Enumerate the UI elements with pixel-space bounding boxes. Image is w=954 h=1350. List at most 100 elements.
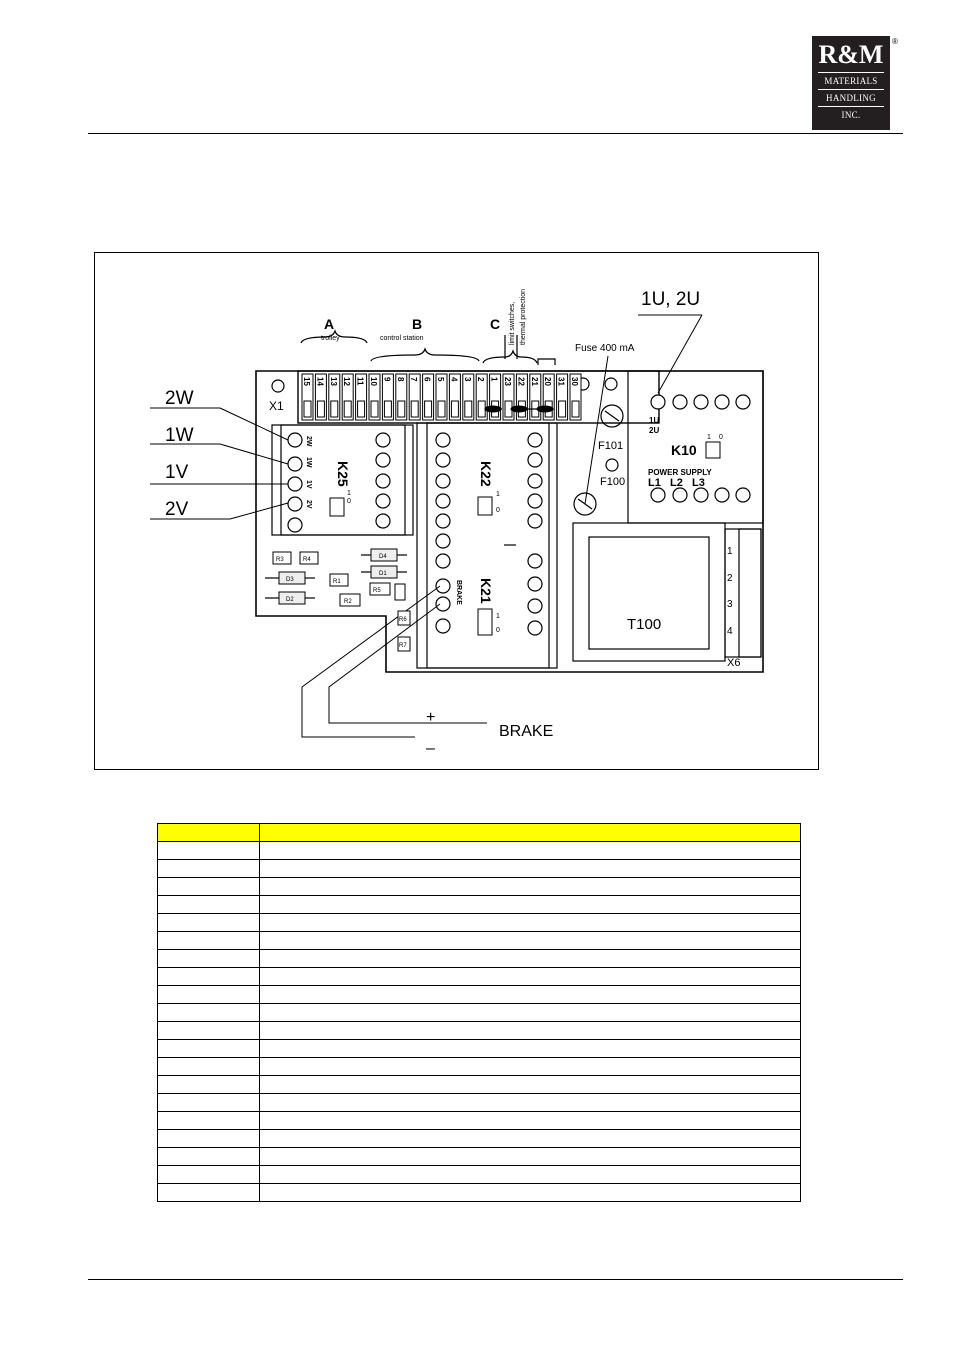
l1-label: L1 [648,477,661,489]
table-cell [157,1183,260,1202]
callout-2v: 2V [165,499,189,520]
k22-terminal [435,473,451,489]
table-row [157,877,801,896]
jumper [536,405,554,413]
table-cell [259,1021,801,1040]
terminal-number: 4 [449,377,458,382]
table-cell [157,1039,260,1058]
k10-terminal [714,487,730,503]
comp-d3: D3 [286,577,294,583]
table-row [157,895,801,914]
terminal-number: 15 [302,377,311,386]
comp-r2: R2 [344,599,352,605]
table-header-cell [259,823,801,842]
logo-brand: R&M [818,40,884,69]
terminal-screw [357,400,366,418]
terminal-number: 14 [315,377,324,386]
table-header-row [157,823,801,842]
k25-terminal [287,517,303,533]
k22-switch-1: 1 [496,491,500,498]
table-row [157,913,801,932]
k22-terminal [527,473,543,489]
k10-terminal [693,394,709,410]
terminal-number: 23 [503,377,512,386]
table-cell [259,1075,801,1094]
k10-terminal [735,394,751,410]
x6-pin-1: 1 [727,546,733,557]
k22-terminal [527,452,543,468]
table-cell [157,1147,260,1166]
table-row [157,985,801,1004]
terminal-block [489,373,502,421]
table-cell [259,841,801,860]
x6-label: X6 [727,657,740,669]
k25-terminal [287,456,303,472]
table-row [157,1111,801,1130]
brake-label: BRAKE [499,723,553,740]
terminal-number: 3 [463,377,472,382]
k25-terminal [287,476,303,492]
pin-1v-label: 1V [305,480,312,489]
group-c-sub1: limit switches, [509,302,516,345]
k25-terminal [375,432,391,448]
k22-terminal [435,432,451,448]
terminal-number: 12 [342,377,351,386]
logo-line2: HANDLING [826,93,876,103]
table-cell [259,1147,801,1166]
table-row [157,1021,801,1040]
table-cell [259,1003,801,1022]
comp-d1: D1 [379,571,387,577]
table-cell [157,1021,260,1040]
terminal-screw [558,400,567,418]
terminal-block [328,373,341,421]
terminal-block [502,373,515,421]
table-cell [157,967,260,986]
k22-switch-0: 0 [496,507,500,514]
table-cell [259,877,801,896]
table-cell [157,931,260,950]
table-cell [259,913,801,932]
table-row [157,949,801,968]
table-cell [157,1003,260,1022]
table-row [157,1075,801,1094]
terminal-number: 13 [329,377,338,386]
group-c-sub2: thermal protection [520,289,527,345]
table-cell [157,1093,260,1112]
table-row [157,1165,801,1184]
comp-r1: R1 [333,579,341,585]
terminal-block [435,373,448,421]
header-rule [88,133,903,134]
fuse-label: Fuse 400 mA [575,343,635,354]
u1-label: 1U [649,416,659,425]
table-cell [259,1165,801,1184]
table-row [157,1147,801,1166]
table-cell [157,949,260,968]
k21-terminal [435,618,451,634]
terminal-number: 7 [409,377,418,382]
registered-mark: ® [892,37,898,46]
k21-terminal [527,598,543,614]
k21-terminal [527,553,543,569]
power-supply-label: POWER SUPPLY [648,468,712,477]
k10-terminal [672,487,688,503]
comp-r3: R3 [276,557,284,563]
f101-label: F101 [598,440,623,452]
table-cell [259,1111,801,1130]
k25-terminal [287,496,303,512]
callout-1u-2u: 1U, 2U [641,289,700,310]
data-table [157,823,801,1202]
terminal-block [408,373,421,421]
pin-1w-label: 1W [305,457,312,468]
table-row [157,931,801,950]
callout-1v: 1V [165,462,189,483]
k25-switch-1: 1 [347,490,351,497]
k22-terminal [435,553,451,569]
terminal-block [422,373,435,421]
k21-label: K21 [478,578,494,604]
t100-label: T100 [627,616,661,633]
terminal-number: 31 [557,377,566,386]
k10-terminal [672,394,688,410]
k21-terminal [527,576,543,592]
terminal-block [569,373,582,421]
